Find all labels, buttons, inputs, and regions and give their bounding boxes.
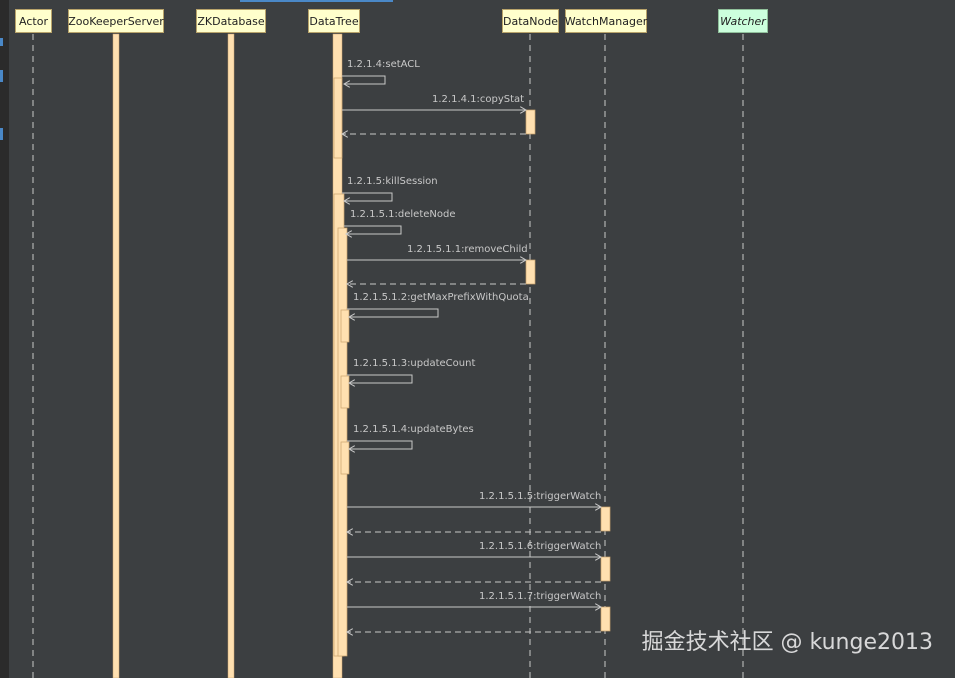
participant-label: WatchManager — [564, 14, 648, 28]
participant-label: Watcher — [720, 14, 766, 28]
participant-label: Actor — [19, 14, 48, 28]
participant-actor[interactable]: Actor — [15, 9, 52, 33]
activation-bar — [340, 309, 350, 343]
message-label: 1.2.1.5.1.7:triggerWatch — [479, 591, 601, 602]
watermark: 掘金技术社区 @ kunge2013 — [641, 630, 933, 655]
activation-bar — [600, 606, 611, 632]
activation-bar — [333, 77, 343, 159]
activation-bar — [525, 109, 536, 135]
gutter-marker — [0, 38, 3, 46]
self-message-arrow — [347, 440, 413, 449]
participant-label: ZooKeeperServer — [68, 14, 164, 28]
editor-tab-indicator — [240, 0, 393, 2]
self-message-arrow — [347, 374, 413, 383]
self-message-arrow — [347, 308, 439, 317]
message-label: 1.2.1.5.1.5:triggerWatch — [479, 491, 601, 502]
activation-bar — [340, 441, 350, 475]
message-label: 1.2.1.5.1.6:triggerWatch — [479, 541, 601, 552]
message-label: 1.2.1.5.1.4:updateBytes — [353, 424, 474, 435]
message-label: 1.2.1.5:killSession — [347, 176, 438, 187]
participant-label: DataTree — [309, 14, 359, 28]
participant-label: DataNode — [503, 14, 558, 28]
self-message-arrow — [342, 75, 386, 84]
message-label: 1.2.1.5.1.2:getMaxPrefixWithQuota — [353, 292, 529, 303]
participant-zookeeperserver[interactable]: ZooKeeperServer — [68, 9, 164, 33]
activation-bar — [600, 506, 611, 532]
message-label: 1.2.1.5.1:deleteNode — [350, 209, 456, 220]
participant-datanode[interactable]: DataNode — [502, 9, 559, 33]
self-message-arrow — [342, 192, 393, 201]
gutter-marker — [0, 128, 3, 140]
activation-bar — [227, 33, 235, 678]
self-message-arrow — [344, 225, 402, 234]
activation-bar — [340, 375, 350, 409]
participant-label: ZKDatabase — [197, 14, 265, 28]
participant-datatree[interactable]: DataTree — [308, 9, 360, 33]
activation-bar — [600, 556, 611, 582]
participant-zkdatabase[interactable]: ZKDatabase — [196, 9, 266, 33]
message-label: 1.2.1.5.1.3:updateCount — [353, 358, 475, 369]
activation-bar — [525, 259, 536, 285]
participant-watcher[interactable]: Watcher — [718, 9, 768, 33]
activation-bar — [112, 33, 120, 678]
message-label: 1.2.1.4:setACL — [347, 59, 420, 70]
message-label: 1.2.1.4.1:copyStat — [432, 94, 524, 105]
editor-gutter — [0, 0, 9, 678]
gutter-marker — [0, 70, 3, 82]
participant-watchmanager[interactable]: WatchManager — [565, 9, 647, 33]
message-label: 1.2.1.5.1.1:removeChild — [407, 244, 528, 255]
